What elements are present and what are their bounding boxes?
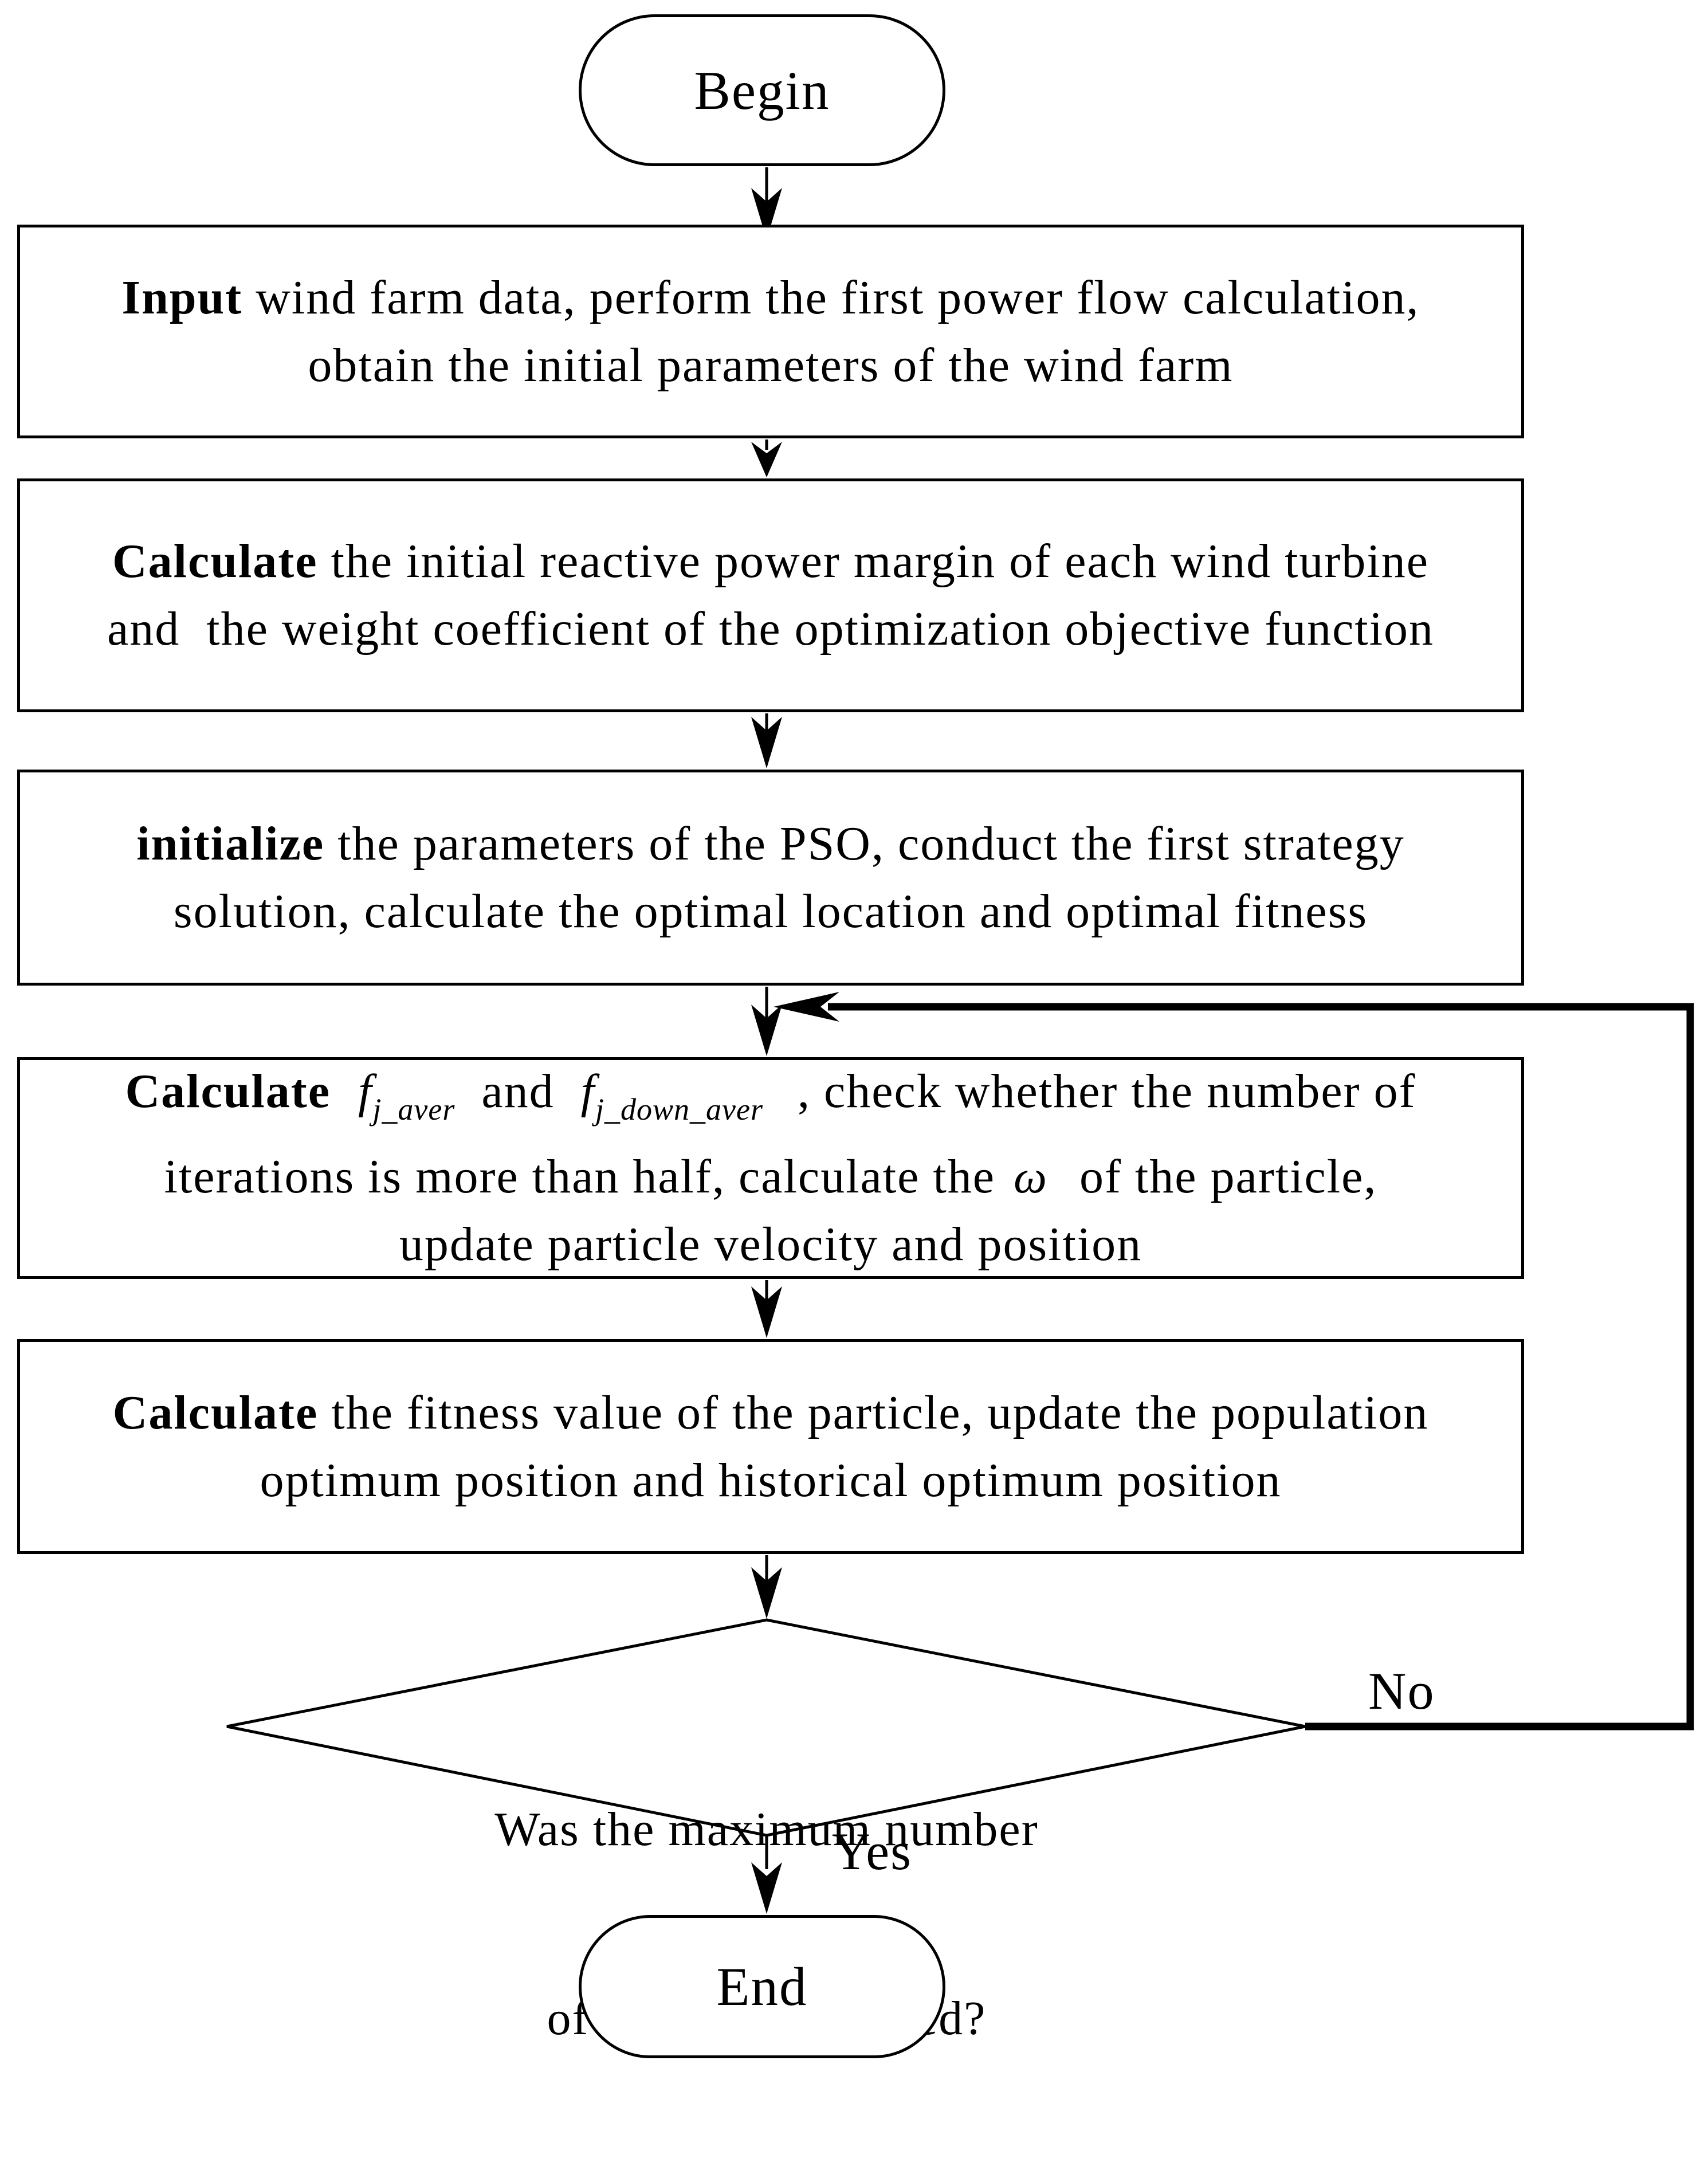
math-f1: f	[358, 1065, 373, 1118]
arrowhead-box2-to-box3	[751, 717, 782, 768]
arrowhead-box3-to-box4	[751, 1004, 782, 1056]
box5-line1: Calculate the fitness value of the parti…	[113, 1379, 1429, 1447]
end-label: End	[716, 1956, 808, 2017]
no-edge-label: No	[1368, 1662, 1435, 1720]
box4-line2-tail: of the particle,	[1066, 1150, 1377, 1203]
box1-bold-word: Input	[121, 270, 243, 324]
math-f1-subscript: j_aver	[372, 1092, 456, 1127]
box5-line1-rest: the fitness value of the particle, updat…	[318, 1386, 1429, 1439]
arrowhead-box1-to-box2	[751, 442, 782, 477]
box3-line2: solution, calculate the optimal location…	[173, 884, 1368, 938]
yes-edge-label: Yes	[832, 1822, 912, 1881]
box4-and-word: and	[481, 1065, 555, 1118]
box1-line2: obtain the initial parameters of the win…	[308, 338, 1234, 392]
box4-line1-tail: , check whether the number of	[797, 1065, 1416, 1118]
flowchart-canvas: Begin Input wind farm data, perform the …	[17, 14, 1694, 2058]
box4-line3: update particle velocity and position	[399, 1218, 1142, 1271]
box4-bold-word: Calculate	[125, 1065, 331, 1118]
end-terminal: End	[579, 1915, 945, 2058]
connector-layer	[226, 167, 1694, 1914]
box2-line1-rest: the initial reactive power margin of eac…	[317, 535, 1430, 588]
process-box-input-data: Input wind farm data, perform the first …	[17, 225, 1524, 438]
decision-line1: Was the maximum number	[494, 1803, 1039, 1856]
box4-line2: iterations is more than half, calculate …	[164, 1143, 1377, 1211]
box2-bold-word: Calculate	[112, 535, 318, 588]
decision-diamond	[226, 1618, 1306, 1837]
arrowhead-box5-to-decision	[751, 1567, 782, 1619]
box5-bold-word: Calculate	[112, 1386, 319, 1439]
box1-line1: Input wind farm data, perform the first …	[121, 264, 1419, 332]
no-loop-line	[828, 1003, 1694, 1730]
math-f2: f	[580, 1065, 595, 1118]
math-f2-subscript: j_down_aver	[595, 1092, 763, 1127]
box1-line1-rest: wind farm data, perform the first power …	[242, 270, 1420, 324]
process-box-fitness-update: Calculate the fitness value of the parti…	[17, 1339, 1524, 1554]
begin-terminal: Begin	[579, 14, 945, 166]
process-box-reactive-margin: Calculate the initial reactive power mar…	[17, 478, 1524, 712]
begin-label: Begin	[694, 60, 830, 121]
arrowhead-begin-to-box1	[751, 188, 782, 240]
omega-symbol: ω	[1014, 1151, 1048, 1203]
process-box-initialize-pso: initialize the parameters of the PSO, co…	[17, 770, 1524, 986]
box3-line1: initialize the parameters of the PSO, co…	[136, 810, 1404, 878]
no-loop-arrowhead	[773, 992, 839, 1022]
box5-line2: optimum position and historical optimum …	[260, 1453, 1282, 1507]
box3-bold-word: initialize	[136, 817, 325, 870]
arrowhead-decision-to-end	[751, 1862, 782, 1914]
box2-line1: Calculate the initial reactive power mar…	[112, 528, 1429, 595]
arrowhead-box4-to-box5	[751, 1286, 782, 1338]
box2-line2: and the weight coefficient of the optimi…	[107, 602, 1435, 656]
box3-line1-rest: the parameters of the PSO, conduct the f…	[324, 817, 1405, 870]
box4-line2-pre: iterations is more than half, calculate …	[164, 1150, 996, 1203]
